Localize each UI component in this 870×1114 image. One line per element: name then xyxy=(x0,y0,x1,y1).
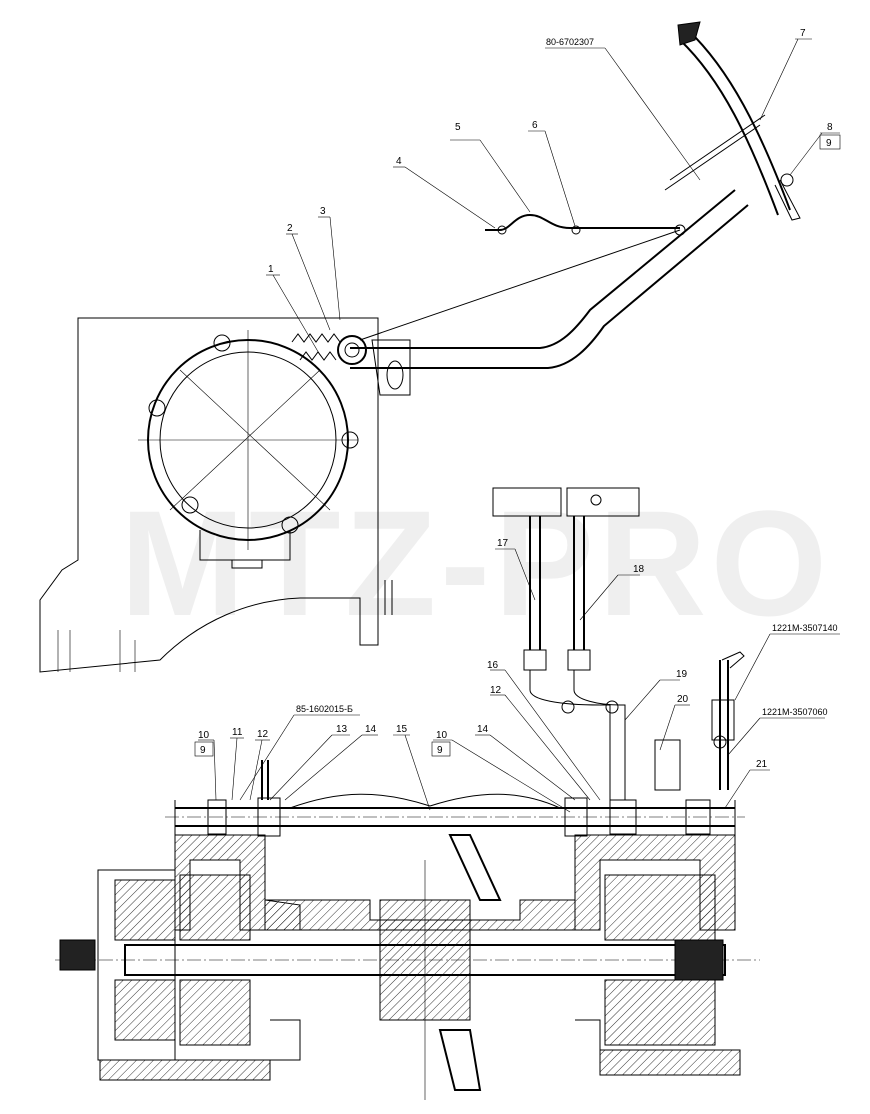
callout-5: 5 xyxy=(455,122,461,133)
callout-9-left: 9 xyxy=(200,745,206,756)
callout-15: 15 xyxy=(396,724,408,735)
callout-14-right: 14 xyxy=(477,724,489,735)
callout-6: 6 xyxy=(532,120,538,131)
callout-20: 20 xyxy=(677,694,689,705)
callout-14-left: 14 xyxy=(365,724,377,735)
lower-section xyxy=(55,487,760,1100)
callout-12-left: 12 xyxy=(257,729,269,740)
callout-17: 17 xyxy=(497,538,509,549)
callout-9-top: 9 xyxy=(826,138,832,149)
watermark: MTZ-PRO xyxy=(120,479,831,647)
callout-10-left: 10 xyxy=(198,730,210,741)
callout-8: 8 xyxy=(827,122,833,133)
leader-lines xyxy=(194,38,841,813)
callout-10-right: 10 xyxy=(436,730,448,741)
callout-13: 13 xyxy=(336,724,348,735)
part-number-1221m-3507140: 1221М-3507140 xyxy=(772,623,838,633)
callout-3: 3 xyxy=(320,206,326,217)
callout-18: 18 xyxy=(633,564,645,575)
callout-2: 2 xyxy=(287,223,293,234)
callout-4: 4 xyxy=(396,156,402,167)
callout-11: 11 xyxy=(232,727,243,738)
callout-1: 1 xyxy=(268,264,274,275)
upper-housing xyxy=(39,317,393,673)
callout-9-right: 9 xyxy=(437,745,443,756)
callout-labels: 1 2 3 4 5 6 7 8 9 10 9 11 12 13 14 15 10… xyxy=(198,28,838,770)
callout-21: 21 xyxy=(756,759,768,770)
callout-12-right: 12 xyxy=(490,685,502,696)
part-number-85-1602015: 85-1602015-Б xyxy=(296,704,353,714)
callout-7: 7 xyxy=(800,28,806,39)
callout-19: 19 xyxy=(676,669,688,680)
callout-16: 16 xyxy=(487,660,499,671)
part-number-80-6702307: 80-6702307 xyxy=(546,37,594,47)
brake-pack-left xyxy=(179,874,251,1046)
pedal-linkage xyxy=(291,21,801,396)
brake-pack-right xyxy=(604,874,716,1046)
part-number-1221m-3507060: 1221М-3507060 xyxy=(762,707,828,717)
